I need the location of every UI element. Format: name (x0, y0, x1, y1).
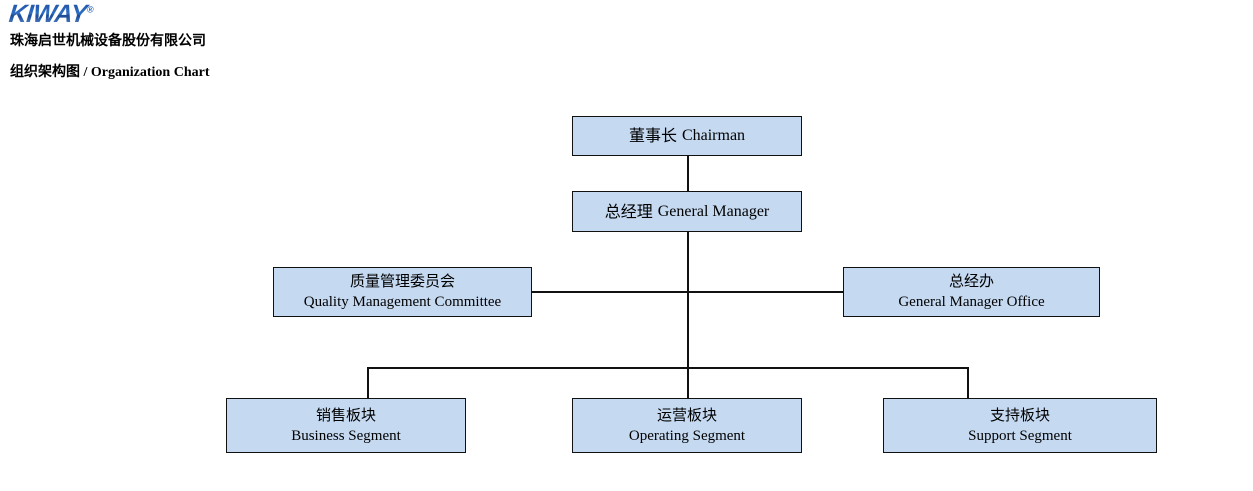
org-node-support-label-cn: 支持板块 (989, 405, 1050, 424)
logo-wordmark: KIWAY (7, 0, 89, 28)
kiway-logo: KIWAY® (8, 2, 94, 27)
connector-bus-to-support-segment (967, 367, 969, 398)
connector-chairman-to-general-manager (687, 156, 689, 192)
org-node-support-segment[interactable]: 支持板块 Support Segment (883, 398, 1157, 453)
org-node-quality-management-committee[interactable]: 质量管理委员会 Quality Management Committee (273, 267, 532, 317)
org-node-operating-label-en: Operating Segment (628, 427, 746, 444)
page-title: 组织架构图 / Organization Chart (10, 63, 210, 82)
org-node-general-manager-office[interactable]: 总经办 General Manager Office (843, 267, 1100, 317)
org-node-business-label-cn: 销售板块 (315, 405, 376, 424)
connector-spine-to-quality-committee (532, 291, 688, 293)
org-node-business-label-en: Business Segment (291, 427, 401, 444)
company-name: 珠海启世机械设备股份有限公司 (10, 33, 206, 49)
org-node-chairman-label-en: Chairman (681, 127, 746, 144)
connector-bus-to-operating-segment (687, 367, 689, 398)
connector-general-manager-spine (687, 232, 689, 368)
org-node-operating-segment[interactable]: 运营板块 Operating Segment (572, 398, 802, 453)
org-node-general-manager-label-cn: 总经理 (604, 201, 653, 221)
connector-bus-to-business-segment (367, 367, 369, 398)
org-node-gm-office-label-cn: 总经办 (948, 272, 994, 290)
page-title-en: Organization Chart (90, 65, 210, 80)
org-node-quality-label-cn: 质量管理委员会 (349, 272, 455, 290)
org-node-general-manager-label-en: General Manager (657, 202, 770, 220)
org-node-support-label-en: Support Segment (968, 427, 1072, 444)
registered-trademark-icon: ® (86, 4, 94, 15)
connector-segment-bus (367, 367, 969, 369)
org-node-operating-label-cn: 运营板块 (656, 405, 717, 424)
org-node-business-segment[interactable]: 销售板块 Business Segment (226, 398, 466, 453)
org-node-chairman[interactable]: 董事长 Chairman (572, 116, 802, 156)
org-node-general-manager[interactable]: 总经理 General Manager (572, 191, 802, 232)
org-node-gm-office-label-en: General Manager Office (898, 294, 1045, 310)
page-title-separator: / (80, 65, 91, 80)
page-title-cn: 组织架构图 (10, 64, 80, 80)
org-node-quality-label-en: Quality Management Committee (303, 294, 502, 310)
org-node-chairman-label-cn: 董事长 (628, 126, 677, 145)
connector-spine-to-gm-office (687, 291, 843, 293)
